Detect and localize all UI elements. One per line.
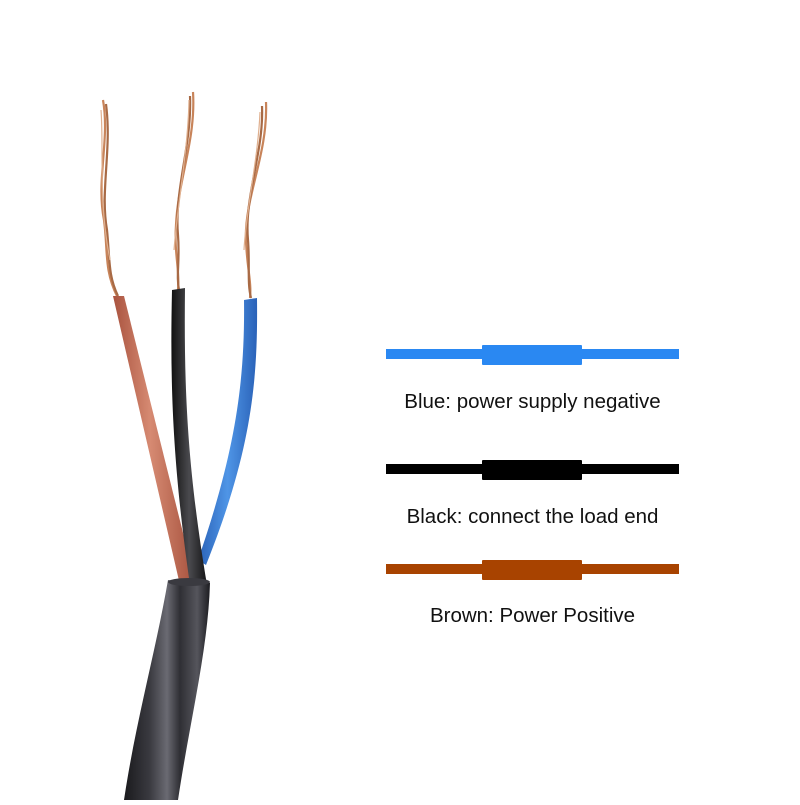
brown-wire-swatch bbox=[386, 560, 679, 580]
blue-wire-swatch bbox=[386, 345, 679, 365]
copper-strand-black bbox=[173, 91, 195, 291]
legend-item-black: Black: connect the load end bbox=[386, 460, 679, 528]
cable-photo bbox=[0, 0, 340, 800]
swatch-sleeve bbox=[482, 560, 582, 580]
legend-label-black: Black: connect the load end bbox=[406, 505, 659, 528]
cable-jacket bbox=[124, 580, 210, 800]
black-wire bbox=[171, 288, 207, 585]
legend-label-brown: Brown: Power Positive bbox=[429, 604, 636, 627]
copper-strand-brown bbox=[100, 99, 119, 297]
black-wire-swatch bbox=[386, 460, 679, 480]
legend-item-brown: Brown: Power Positive bbox=[386, 560, 679, 627]
copper-strand-blue bbox=[243, 101, 268, 299]
legend-item-blue: Blue: power supply negative bbox=[386, 345, 679, 413]
legend-label-blue: Blue: power supply negative bbox=[404, 390, 661, 413]
swatch-sleeve bbox=[482, 460, 582, 480]
brown-wire bbox=[113, 296, 196, 585]
swatch-sleeve bbox=[482, 345, 582, 365]
blue-wire bbox=[198, 298, 258, 565]
